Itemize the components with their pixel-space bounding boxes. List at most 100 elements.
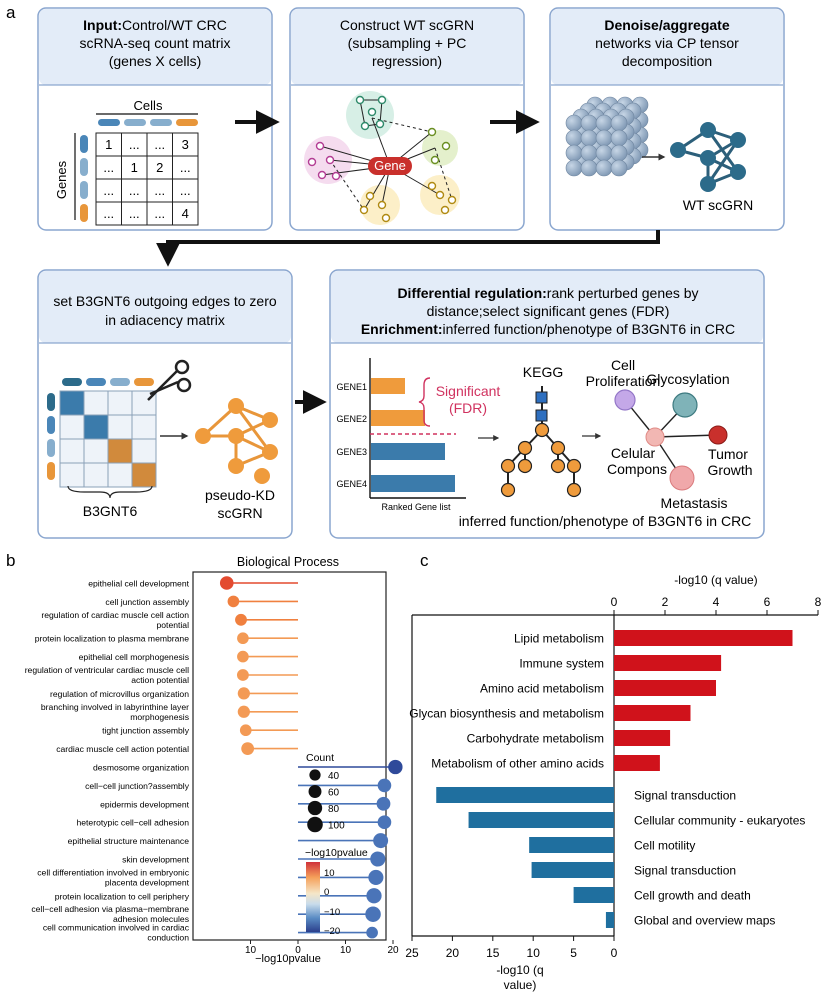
- box4-line2: in adiacency matrix: [105, 312, 225, 328]
- tensor-ball: [565, 144, 583, 162]
- lollipop-point: [227, 595, 240, 608]
- phenotype-metastasis: Metastasis: [661, 495, 728, 511]
- matrix-cell-value: 2: [156, 160, 163, 175]
- x-tick-label: 0: [295, 945, 301, 956]
- matrix-cell-value: ...: [154, 183, 165, 198]
- gene1-bar: [371, 378, 405, 394]
- box-differential: Differential regulation:rank perturbed g…: [329, 269, 765, 539]
- kegg-label: KEGG: [523, 364, 563, 380]
- chart-c-xlabel-top: -log10 (q value): [674, 573, 757, 587]
- up-bar-label: Amino acid metabolism: [480, 682, 604, 696]
- box5-rest3: inferred function/phenotype of B3GNT6 in…: [443, 321, 736, 337]
- term-label: action potential: [131, 675, 189, 685]
- term-label: desmosome organization: [93, 763, 189, 773]
- lollipop-point: [241, 742, 255, 755]
- box5-rest1: rank perturbed genes by: [547, 285, 699, 301]
- pseudo-kd-label-1: pseudo-KD: [205, 487, 275, 503]
- adjacency-cell: [59, 462, 85, 488]
- wt-network-icon: [670, 122, 746, 192]
- down-bar-label: Signal transduction: [634, 789, 736, 803]
- phenotype-tumor: Tumor: [708, 446, 748, 462]
- colorbar-tick-n10: −10: [324, 907, 340, 918]
- term-label: regulation of cardiac muscle cell action: [41, 610, 189, 620]
- phenotype-growth: Growth: [707, 462, 752, 478]
- term-label: branching involved in labyrinthine layer: [41, 702, 189, 712]
- term-label: cell−cell junction?assembly: [85, 781, 190, 791]
- significant-label-1: Significant: [436, 383, 501, 399]
- box2-line1: Construct WT scGRN: [340, 17, 474, 33]
- phenotype-celular: Celular: [611, 445, 656, 461]
- bottom-tick-label: 25: [405, 946, 419, 960]
- term-label: cell junction assembly: [105, 597, 189, 607]
- legend-size-label: 40: [328, 771, 340, 782]
- box-construct: Construct WT scGRN (subsampling + PC reg…: [289, 7, 525, 231]
- box-denoise: Denoise/aggregate networks via CP tensor…: [549, 7, 785, 231]
- adjacency-cell: [131, 462, 157, 488]
- gene4-bar: [371, 475, 455, 492]
- matrix-cell-value: ...: [129, 206, 140, 221]
- matrix-cell-value: ...: [129, 183, 140, 198]
- phenotype-proliferation: Proliferation: [586, 373, 661, 389]
- pseudo-kd-network-icon: [195, 398, 278, 484]
- legend-color-title: −log10pvalue: [305, 847, 368, 859]
- matrix-cell-value: ...: [129, 137, 140, 152]
- colorbar-tick-n20: −20: [324, 926, 340, 937]
- down-bar: [605, 912, 614, 928]
- up-bar-label: Immune system: [519, 657, 604, 671]
- adjacency-matrix: [59, 390, 157, 488]
- term-label: heterotypic cell−cell adhesion: [76, 818, 189, 828]
- legend-size-label: 100: [328, 821, 345, 832]
- lollipop-point: [237, 632, 249, 645]
- term-label: cell communication involved in cardiac: [43, 923, 190, 933]
- gene3-bar: [371, 443, 445, 460]
- adjacency-cell: [107, 390, 133, 416]
- term-label: epithelial structure maintenance: [68, 836, 190, 846]
- adjacency-cell: [59, 414, 85, 440]
- term-label: cell differentiation involved in embryon…: [37, 867, 189, 877]
- svg-text:Input:Control/WT CRC: Input:Control/WT CRC: [83, 17, 227, 33]
- gene-node-label: Gene: [374, 158, 406, 173]
- box1-line2: scRNA-seq count matrix: [80, 35, 231, 51]
- down-bar-label: Cellular community - eukaryotes: [634, 814, 805, 828]
- lollipop-point: [235, 613, 247, 626]
- up-bar: [614, 655, 722, 671]
- legend-size-dot: [309, 769, 321, 781]
- lollipop-point: [377, 815, 392, 830]
- adjacency-cell: [131, 414, 157, 440]
- legend-size-dot: [307, 816, 323, 833]
- adjacency-cell: [83, 438, 109, 464]
- term-label: cardiac muscle cell action potential: [56, 744, 189, 754]
- up-bar: [614, 755, 660, 771]
- tensor-ball: [610, 159, 628, 177]
- wt-scgrn-label: WT scGRN: [683, 197, 754, 213]
- matrix-cell-value: ...: [103, 206, 114, 221]
- phenotype-cell: Cell: [611, 357, 635, 373]
- lollipop-point: [366, 926, 378, 939]
- down-bar: [529, 837, 614, 853]
- box4-line1: set B3GNT6 outgoing edges to zero: [53, 293, 277, 309]
- box1-line1: Control/WT CRC: [122, 17, 227, 33]
- bottom-tick-label: 0: [611, 946, 618, 960]
- kegg-pathway-icon: [500, 386, 582, 498]
- lollipop-point: [377, 778, 392, 793]
- svg-text:Differential regulation:rank p: Differential regulation:rank perturbed g…: [397, 285, 698, 301]
- chart-b-frame: [192, 571, 387, 941]
- chart-b-xlabel: −log10pvalue: [255, 953, 321, 965]
- adjacency-cell: [107, 462, 133, 488]
- term-label: cell−cell adhesion via plasma−membrane: [31, 904, 189, 914]
- up-bar: [614, 680, 716, 696]
- matrix-cell-value: 3: [182, 137, 189, 152]
- down-bar-label: Cell motility: [634, 839, 695, 853]
- up-bar: [614, 705, 691, 721]
- colorbar-tick-0: 0: [324, 887, 329, 898]
- gene-network: Gene: [304, 91, 460, 225]
- matrix-cell-value: 4: [182, 206, 189, 221]
- matrix-cell-value: 1: [131, 160, 138, 175]
- box2-line2: (subsampling + PC: [348, 35, 467, 51]
- phenotype-compons: Compons: [607, 461, 667, 477]
- tensor-ball: [610, 114, 628, 132]
